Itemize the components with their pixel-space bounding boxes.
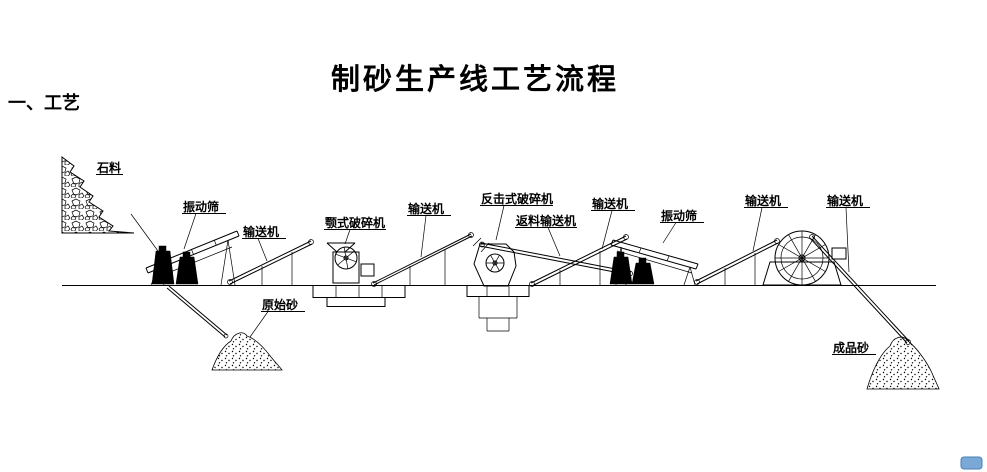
- raw-sand-conveyor-figure: [166, 285, 229, 339]
- svg-text:成品砂: 成品砂: [833, 340, 869, 355]
- svg-text:原始砂: 原始砂: [262, 297, 298, 312]
- svg-text:输送机: 输送机: [827, 193, 863, 208]
- label-vibrating-screen-2: 振动筛: [660, 208, 704, 244]
- vibrating-screen-2-figure: [609, 239, 699, 286]
- jaw-crusher-figure: [312, 242, 406, 307]
- section-heading: 一、工艺: [8, 93, 80, 113]
- conveyor-1-figure: [227, 239, 314, 285]
- svg-text:输送机: 输送机: [243, 224, 279, 239]
- label-jaw-crusher: 颚式破碎机: [324, 215, 386, 245]
- finished-sand-pile: [866, 336, 940, 390]
- label-stone-material: 石料: [96, 160, 123, 175]
- label-conveyor-2: 输送机: [407, 201, 451, 258]
- label-raw-sand: 原始砂: [249, 297, 305, 338]
- svg-text:反击式破碎机: 反击式破碎机: [481, 191, 553, 206]
- stone-pile-figure: [61, 156, 159, 252]
- label-impact-crusher: 反击式破碎机: [480, 191, 553, 241]
- page-title: 制砂生产线工艺流程: [330, 64, 619, 96]
- label-conveyor-3: 输送机: [591, 196, 635, 250]
- conveyor-3-figure: [529, 234, 629, 287]
- label-conveyor-5: 输送机: [826, 193, 870, 273]
- impact-crusher-figure: [466, 237, 530, 332]
- label-vibrating-screen-1: 振动筛: [182, 199, 226, 250]
- raw-sand-pile: [211, 332, 283, 371]
- svg-text:返料输送机: 返料输送机: [516, 213, 576, 228]
- vibrating-screen-1-figure: [145, 230, 240, 286]
- label-return-conveyor: 返料输送机: [515, 213, 577, 257]
- sand-washer-figure: [762, 230, 847, 286]
- svg-text:颚式破碎机: 颚式破碎机: [325, 215, 385, 230]
- label-finished-sand: 成品砂: [832, 340, 876, 355]
- svg-text:输送机: 输送机: [745, 193, 781, 208]
- conveyor-4-figure: [694, 238, 780, 285]
- svg-text:石料: 石料: [96, 160, 121, 175]
- label-conveyor-4: 输送机: [744, 193, 788, 252]
- svg-text:振动筛: 振动筛: [661, 208, 697, 223]
- conveyor-5-figure: [809, 234, 911, 345]
- corner-widget[interactable]: [960, 456, 983, 470]
- conveyor-2-figure: [371, 232, 474, 287]
- svg-text:输送机: 输送机: [592, 196, 628, 211]
- label-conveyor-1: 输送机: [242, 224, 286, 262]
- svg-text:振动筛: 振动筛: [183, 199, 219, 214]
- svg-text:输送机: 输送机: [408, 201, 444, 216]
